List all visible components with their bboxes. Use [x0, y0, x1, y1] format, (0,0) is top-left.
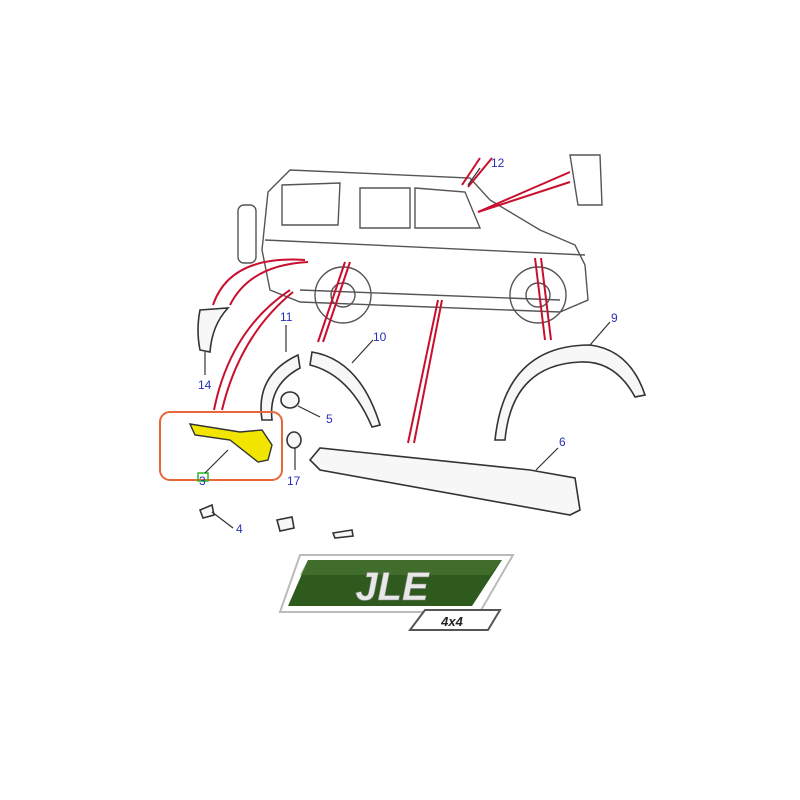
part-bracket	[331, 529, 354, 539]
callout-leaders	[204, 167, 611, 529]
callout-3: 3	[199, 474, 206, 488]
callout-6: 6	[559, 435, 566, 449]
part-17-plug	[286, 431, 302, 449]
highlight-box	[159, 411, 283, 481]
callout-3-marker	[197, 472, 209, 482]
callout-17: 17	[287, 474, 301, 488]
logo-sub-text: 4x4	[440, 614, 463, 629]
part-4-clip	[198, 503, 215, 519]
part-14-mudflap	[197, 307, 230, 353]
leader-lines	[212, 157, 571, 444]
callout-10: 10	[373, 330, 387, 344]
part-11-rear-arch-front	[260, 353, 301, 421]
callout-11: 11	[280, 310, 293, 324]
part-clip-2	[276, 516, 295, 532]
part-9-front-arch	[494, 344, 647, 441]
callout-14: 14	[198, 378, 212, 392]
callout-9: 9	[611, 311, 618, 325]
part-3-mudflap-highlighted	[188, 423, 273, 463]
callout-5: 5	[326, 412, 333, 426]
callout-4: 4	[236, 522, 243, 536]
jle-4x4-logo: JLE 4x4	[278, 554, 515, 631]
part-10-rear-arch-rear	[309, 351, 382, 428]
vehicle-outline	[237, 154, 603, 324]
part-6-sill	[308, 447, 581, 516]
part-5-grommet	[280, 391, 300, 409]
callout-12: 12	[491, 156, 505, 170]
logo-main-text: JLE	[355, 565, 430, 609]
